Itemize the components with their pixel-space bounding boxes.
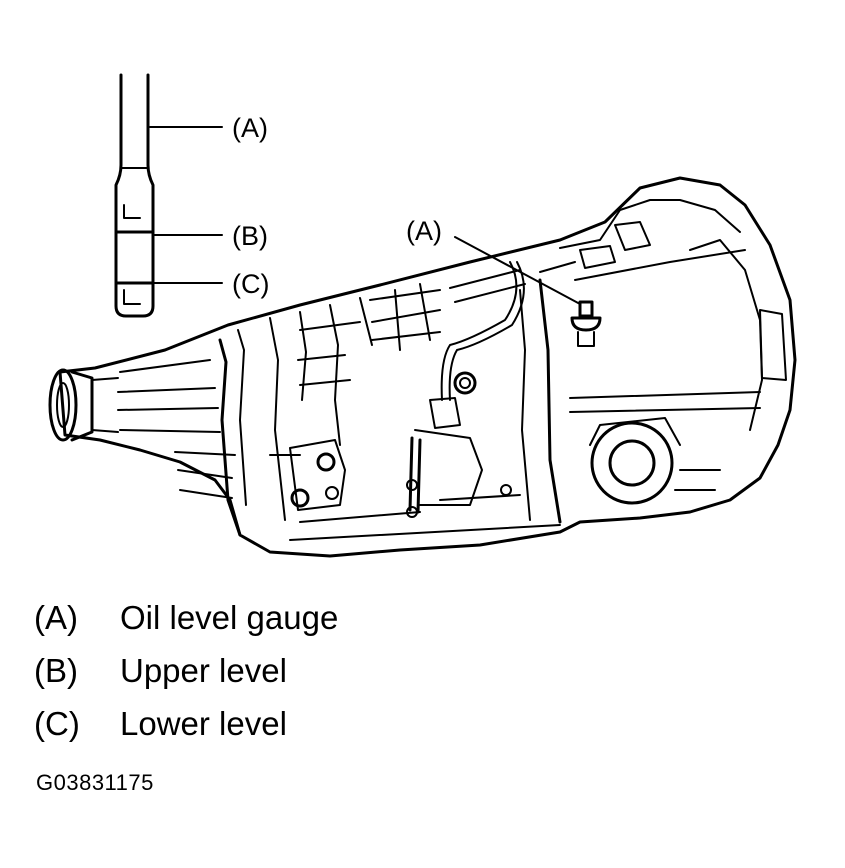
legend-text: Oil level gauge	[120, 599, 339, 636]
figure-id: G03831175	[36, 770, 154, 795]
transmission-diagram: (A) (B) (C) (A)	[48, 73, 797, 558]
legend-row-c: (C) Lower level	[34, 704, 594, 757]
legend: (A) Oil level gauge (B) Upper level (C) …	[34, 598, 594, 757]
legend-row-b: (B) Upper level	[34, 651, 594, 704]
legend-key: (B)	[34, 652, 78, 689]
legend-row-a: (A) Oil level gauge	[34, 598, 594, 651]
legend-text: Upper level	[120, 652, 287, 689]
callout-gauge-b: (B)	[232, 221, 268, 251]
legend-key: (A)	[34, 599, 78, 636]
leader-line-filler	[454, 236, 581, 305]
callout-gauge-c: (C)	[232, 269, 269, 299]
oil-level-gauge	[114, 73, 155, 318]
transmission-body	[48, 176, 797, 558]
legend-text: Lower level	[120, 705, 287, 742]
legend-key: (C)	[34, 705, 80, 742]
callout-filler-a: (A)	[406, 216, 442, 246]
callout-gauge-a: (A)	[232, 113, 268, 143]
